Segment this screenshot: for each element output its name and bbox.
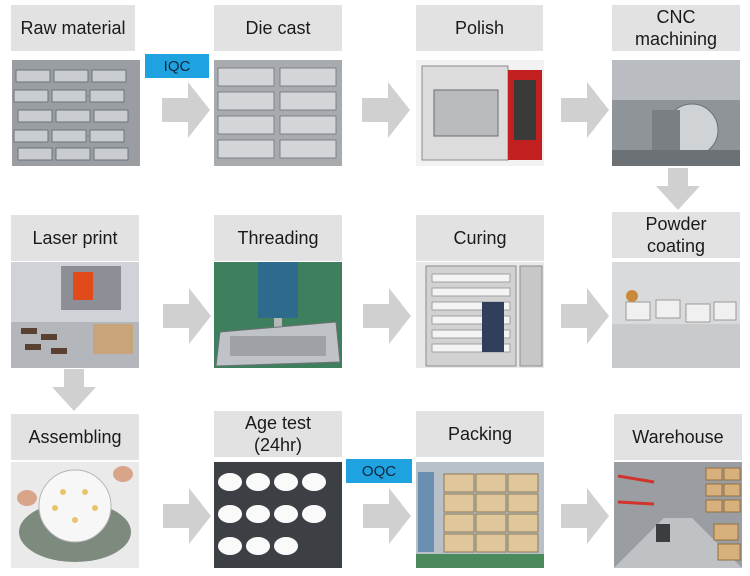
step-label: Packing	[416, 411, 544, 457]
step-label: Warehouse	[614, 414, 742, 460]
die-cast-photo	[214, 60, 342, 166]
arrow-right-icon	[561, 288, 609, 344]
step-label: Powder coating	[612, 212, 740, 258]
iqc-badge: IQC	[145, 54, 209, 78]
arrow-down-icon	[656, 168, 700, 210]
oqc-badge: OQC	[346, 459, 412, 483]
arrow-right-icon	[163, 488, 211, 544]
arrow-down-icon	[52, 369, 96, 411]
step-label: Die cast	[214, 5, 342, 51]
polish-photo	[416, 60, 544, 166]
packing-photo	[416, 462, 544, 568]
curing-photo	[416, 262, 544, 368]
arrow-right-icon	[163, 288, 211, 344]
raw-material-photo	[12, 60, 140, 166]
age-test-photo	[214, 462, 342, 568]
step-label: Age test (24hr)	[214, 411, 342, 457]
arrow-right-icon	[362, 82, 410, 138]
step-label: Curing	[416, 215, 544, 261]
assembling-photo	[11, 462, 139, 568]
step-label: Laser print	[11, 215, 139, 261]
arrow-right-icon	[363, 288, 411, 344]
arrow-right-icon	[561, 82, 609, 138]
step-label: Assembling	[11, 414, 139, 460]
arrow-right-icon	[363, 488, 411, 544]
laser-print-photo	[11, 262, 139, 368]
powder-coating-photo	[612, 262, 740, 368]
step-label: Raw material	[11, 5, 135, 51]
threading-photo	[214, 262, 342, 368]
step-label: CNC machining	[612, 5, 740, 51]
step-label: Threading	[214, 215, 342, 261]
arrow-right-icon	[162, 82, 210, 138]
step-label: Polish	[416, 5, 543, 51]
cnc-machining-photo	[612, 60, 740, 166]
warehouse-photo	[614, 462, 742, 568]
arrow-right-icon	[561, 488, 609, 544]
